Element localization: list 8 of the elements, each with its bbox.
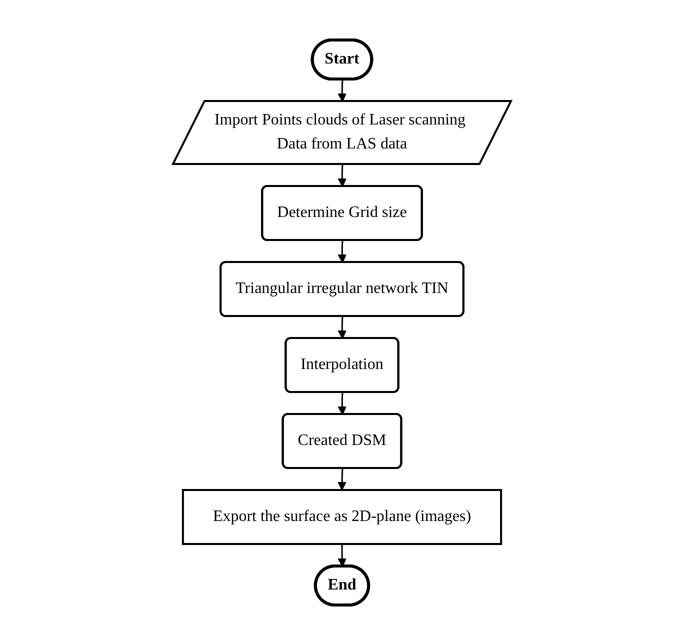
arrow <box>337 316 346 338</box>
node-box: Export the surface as 2D-plane (images) <box>181 488 502 544</box>
arrow <box>337 164 346 186</box>
arrow <box>337 468 346 490</box>
arrow <box>337 240 346 262</box>
arrow <box>337 544 346 566</box>
arrow <box>337 392 346 414</box>
arrow <box>337 78 346 102</box>
